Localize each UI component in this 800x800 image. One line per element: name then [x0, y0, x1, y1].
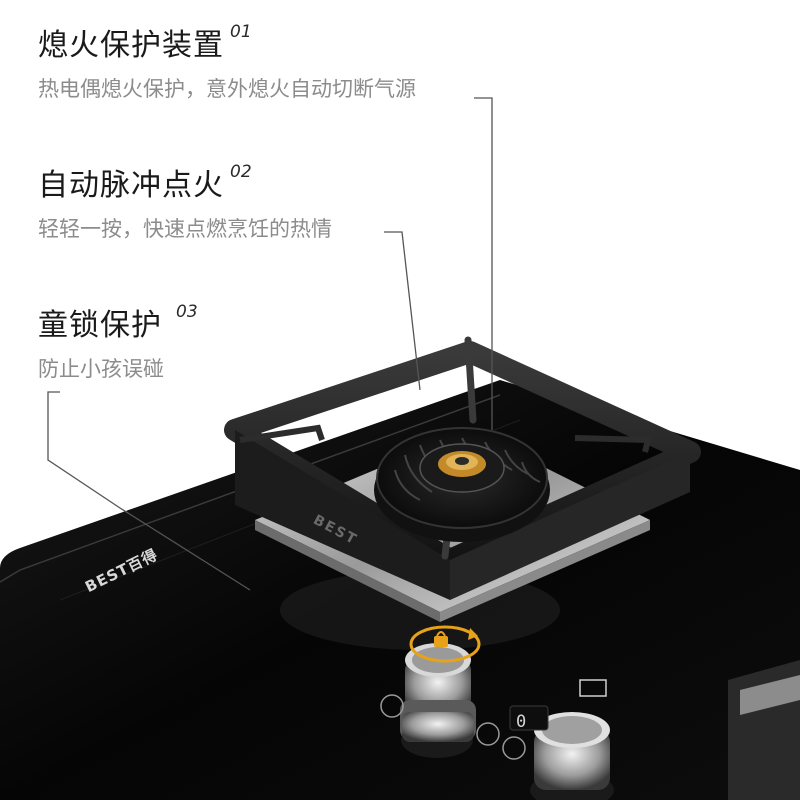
- feature-description: 防止小孩误碰: [38, 357, 164, 381]
- display-readout: 0: [516, 712, 528, 732]
- feature-number: 03: [176, 302, 198, 322]
- feature-number: 02: [230, 162, 252, 182]
- feature-number: 01: [230, 22, 252, 42]
- feature-title: 熄火保护装置: [38, 28, 224, 63]
- knob-right: [530, 712, 614, 800]
- glass-edge: [0, 394, 501, 583]
- lock-rotate-icon: [409, 625, 481, 663]
- feature-title: 童锁保护: [38, 308, 162, 343]
- feature-description: 热电偶熄火保护，意外熄火自动切断气源: [38, 77, 416, 101]
- feature-description: 轻轻一按，快速点燃烹饪的热情: [38, 217, 332, 241]
- feature-title: 自动脉冲点火: [38, 168, 224, 203]
